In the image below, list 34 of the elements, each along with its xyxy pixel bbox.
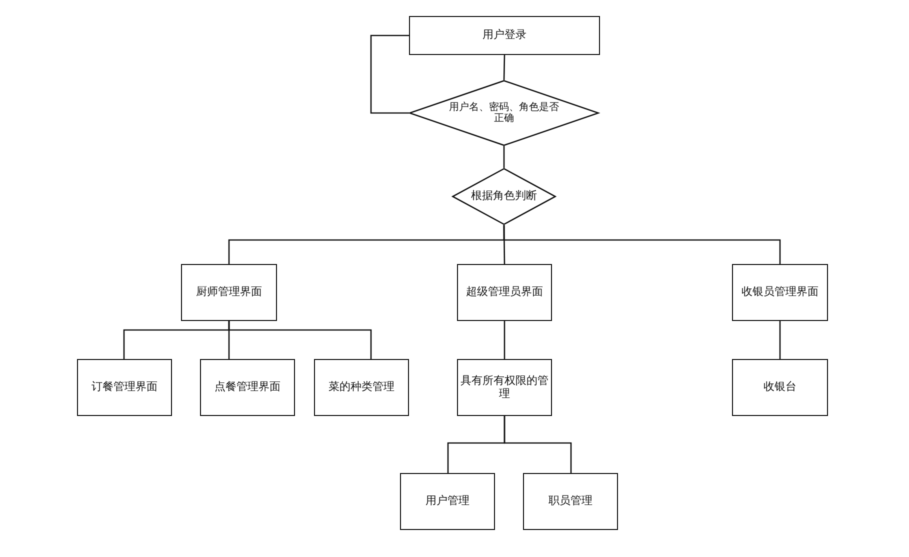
node-label: 收银台 bbox=[764, 381, 796, 394]
connector-line bbox=[370, 34, 409, 114]
process-box bbox=[457, 359, 552, 416]
node-label: 用户登录 bbox=[482, 29, 526, 42]
process-box bbox=[732, 264, 828, 321]
decision-diamond bbox=[452, 168, 556, 225]
node-label: 收银员管理界面 bbox=[742, 286, 818, 299]
connector-line bbox=[779, 321, 781, 359]
node-label: 用户管理 bbox=[426, 495, 470, 508]
node-label: 菜的种类管理 bbox=[328, 381, 394, 394]
process-box bbox=[400, 473, 495, 530]
decision-diamond bbox=[409, 80, 599, 146]
node-label: 厨师管理界面 bbox=[196, 286, 262, 299]
process-box bbox=[523, 473, 618, 530]
connector-line bbox=[503, 225, 781, 264]
process-box bbox=[200, 359, 295, 416]
connector-line bbox=[504, 321, 506, 359]
node-label: 用户名、密码、角色是否正确 bbox=[448, 102, 560, 124]
node-label: 点餐管理界面 bbox=[214, 381, 280, 394]
process-box bbox=[181, 264, 277, 321]
node-label: 订餐管理界面 bbox=[92, 381, 158, 394]
connector-line bbox=[228, 321, 372, 359]
node-label: 具有所有权限的管理 bbox=[460, 374, 549, 400]
connector-line bbox=[503, 54, 506, 80]
process-box bbox=[77, 359, 172, 416]
node-label: 根据角色判断 bbox=[471, 190, 537, 203]
process-box bbox=[732, 359, 828, 416]
node-label: 超级管理员界面 bbox=[466, 286, 543, 299]
process-box bbox=[409, 16, 600, 55]
connector-line bbox=[503, 146, 505, 168]
process-box bbox=[314, 359, 409, 416]
connector-line bbox=[504, 416, 572, 473]
node-label: 职员管理 bbox=[548, 495, 592, 508]
process-box bbox=[457, 264, 552, 321]
